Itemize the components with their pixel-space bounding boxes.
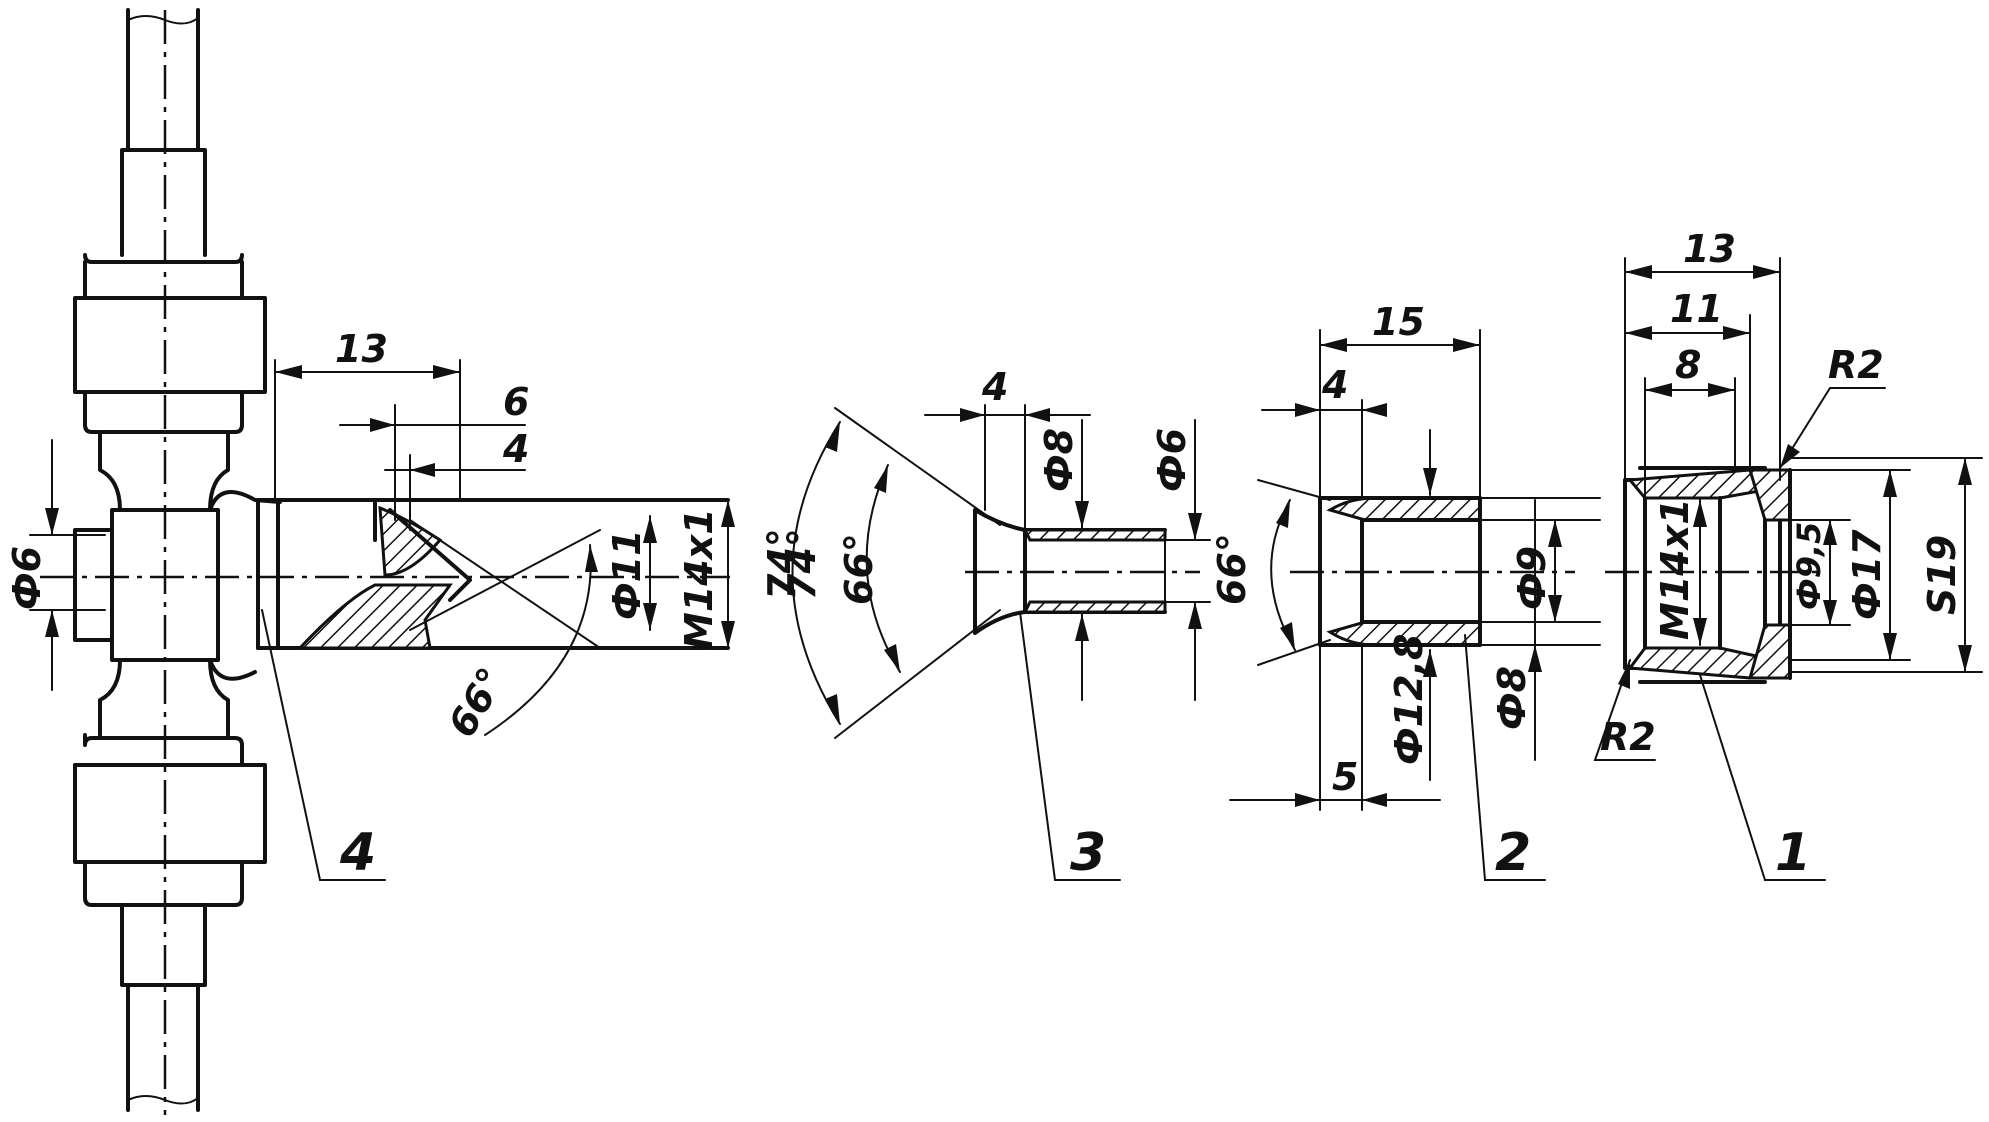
dimension-label: Ф9,5 [1790,522,1828,610]
dimension-label: Ф8 [1037,428,1081,492]
dimension-label: 11 [1670,287,1723,331]
tee-fitting [40,8,730,1115]
dimension-label: 15 [1372,300,1425,344]
dimension-label: 5 [1332,755,1358,799]
dimension-label: 66° [1210,533,1254,605]
dimension-label: Ф6 [1150,428,1194,492]
dimension-label: Ф12,8 [1387,634,1431,765]
dimension-label: Ф6 [5,546,49,610]
dimension-label: 13 [335,327,388,371]
dimension-label: R2 [1828,343,1884,387]
dimension-label: Ф11 [605,529,649,620]
sleeve [1257,479,1575,666]
dimension-label: 4 [981,365,1008,409]
dimension-label: Ф17 [1845,529,1889,620]
dimension-label: 6 [503,380,529,424]
dimension-label: 66° [837,533,881,605]
dimension-label: Ф8 [1490,666,1534,730]
dimension-label: M14x1 [1653,498,1697,640]
part-number-3: 3 [1070,823,1106,883]
dimension-label: 74° [760,528,804,600]
nipple [834,407,1200,739]
dimension-label: 4 [502,427,529,471]
part-number-4: 4 [339,823,376,883]
nut-dimensions: 13 11 8 R2 M14x1 Ф9,5 Ф17 S19 [1593,227,1983,883]
dimension-label: 66° [440,660,514,744]
dimension-label: Ф9 [1510,546,1554,610]
dimension-label: 74° [780,528,824,600]
dimension-label: R2 [1600,715,1656,759]
dimension-label: 8 [1675,343,1701,387]
part-number-2: 2 [1495,823,1531,883]
union-nut [1605,466,1820,684]
nipple-dimensions: 4 Ф8 Ф6 74° 66° 3 [780,365,1211,883]
dimension-label: 4 [1321,363,1348,407]
dimension-label: 13 [1683,227,1736,271]
sleeve-dimensions: 15 4 66° Ф9 Ф8 Ф12,8 5 2 [1210,300,1601,883]
dimension-label: S19 [1920,535,1964,615]
part-number-1: 1 [1775,823,1811,883]
dimension-label: M14x1 [677,508,721,650]
